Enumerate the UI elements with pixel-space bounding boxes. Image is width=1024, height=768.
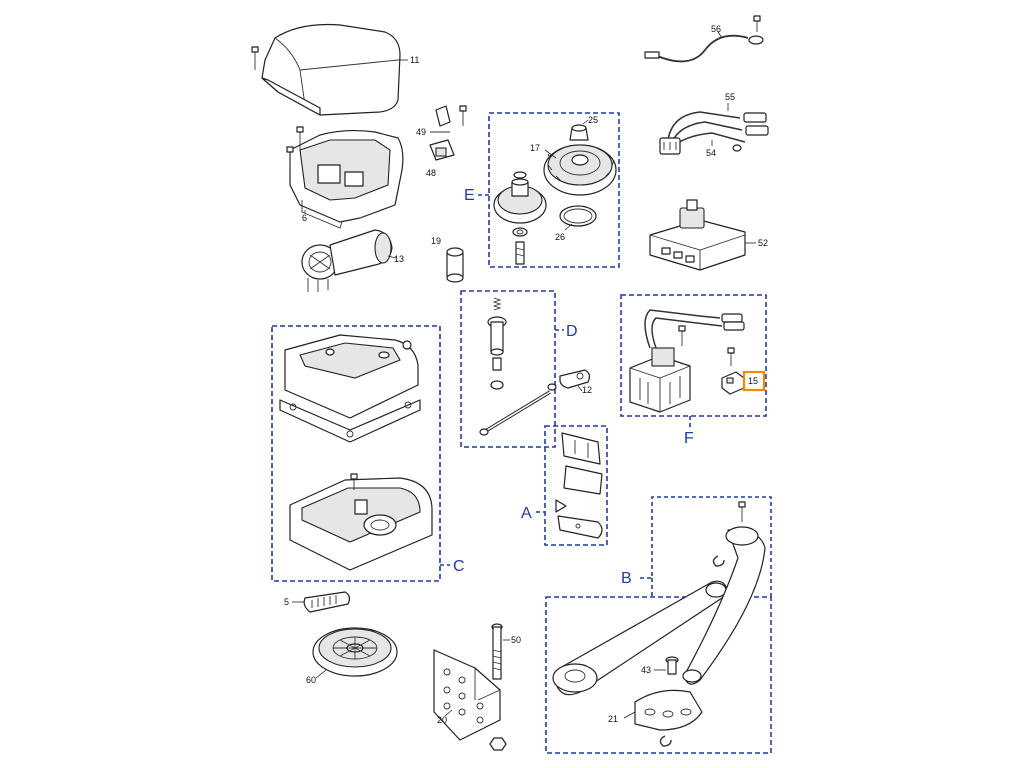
washer-icon: [512, 171, 528, 237]
transformer[interactable]: [629, 347, 691, 413]
clip-lower[interactable]: [563, 465, 603, 495]
part-5-cam[interactable]: [303, 591, 351, 613]
part-number-20: 20: [437, 715, 447, 725]
part-49-clip[interactable]: [430, 105, 451, 133]
part-number-12: 12: [582, 385, 592, 395]
part-number-17: 17: [530, 143, 540, 153]
part-13-motor[interactable]: [301, 229, 393, 292]
key-tab[interactable]: [555, 499, 567, 513]
part-6-housing[interactable]: [289, 129, 404, 229]
axle-rod[interactable]: [479, 390, 551, 436]
part-50-bolt[interactable]: [491, 623, 503, 680]
clip-upper[interactable]: [561, 432, 601, 465]
part-number-19: 19: [431, 236, 441, 246]
group-letter-c: C: [453, 558, 465, 575]
group-letter-b: B: [621, 570, 632, 587]
part-12-lever[interactable]: [559, 369, 591, 389]
part-number-48: 48: [426, 168, 436, 178]
part-55-harness[interactable]: [667, 111, 769, 145]
part-number-5: 5: [284, 597, 289, 607]
part-number-56: 56: [711, 24, 721, 34]
part-number-50: 50: [511, 635, 521, 645]
straight-arm[interactable]: [552, 580, 729, 696]
part-11-cover[interactable]: [261, 23, 401, 116]
part-number-43: 43: [641, 665, 651, 675]
part-20-mounting-plate[interactable]: [433, 649, 501, 741]
part-54-connector[interactable]: [659, 137, 742, 155]
part-21-bracket[interactable]: [634, 689, 703, 731]
part-60-wheel[interactable]: [312, 627, 398, 677]
group-c-box: [271, 325, 441, 582]
part-number-25: 25: [588, 115, 598, 125]
part-19-spacer[interactable]: [446, 247, 464, 283]
part-52-control-board[interactable]: [649, 199, 746, 271]
part-48-bracket[interactable]: [429, 139, 455, 161]
group-b-box: [545, 596, 772, 754]
part-number-49: 49: [416, 127, 426, 137]
highlight-box: [742, 370, 766, 392]
curved-arm[interactable]: [682, 526, 766, 685]
part-number-54: 54: [706, 148, 716, 158]
part-number-11: 11: [410, 55, 419, 65]
group-f-box: [620, 294, 767, 417]
plate-clip[interactable]: [557, 515, 603, 539]
screw-icon: [350, 340, 412, 490]
group-d-box: [460, 290, 556, 448]
screw-icon: [286, 126, 304, 170]
spring-icon: [492, 297, 502, 311]
bolt-icon: [515, 241, 525, 265]
group-letter-d: D: [566, 323, 578, 340]
nut-icon: [489, 737, 507, 751]
group-a-box: [544, 425, 608, 546]
screw-icon: [678, 325, 735, 366]
part-number-55: 55: [725, 92, 735, 102]
group-letter-a: A: [521, 505, 532, 522]
part-number-26: 26: [555, 232, 565, 242]
part-26-ring[interactable]: [559, 205, 597, 227]
pin-icon: [665, 656, 679, 675]
group-letter-f: F: [684, 430, 694, 447]
washer-icon: [490, 380, 557, 391]
part-17-large-gear[interactable]: [543, 144, 617, 196]
group-e-box: [488, 112, 620, 268]
lower-housing[interactable]: [289, 477, 433, 571]
part-number-6: 6: [302, 213, 307, 223]
screw-icon: [251, 46, 259, 70]
c-clip-icon: [659, 555, 725, 747]
part-56-cable[interactable]: [644, 34, 764, 63]
screw-icon: [753, 15, 761, 32]
release-knob[interactable]: [487, 316, 507, 371]
part-number-15: 15: [748, 376, 758, 386]
part-number-13: 13: [394, 254, 404, 264]
screw-icon: [738, 501, 746, 522]
transformer-leads: [644, 309, 745, 349]
part-number-21: 21: [608, 714, 618, 724]
pinion-gear[interactable]: [493, 178, 547, 224]
screw-icon: [459, 105, 467, 126]
upper-housing[interactable]: [279, 334, 421, 443]
part-25-bushing[interactable]: [569, 124, 589, 141]
part-number-60: 60: [306, 675, 316, 685]
part-15-terminal-block[interactable]: [721, 371, 745, 395]
part-number-52: 52: [758, 238, 768, 248]
group-letter-e: E: [464, 187, 475, 204]
